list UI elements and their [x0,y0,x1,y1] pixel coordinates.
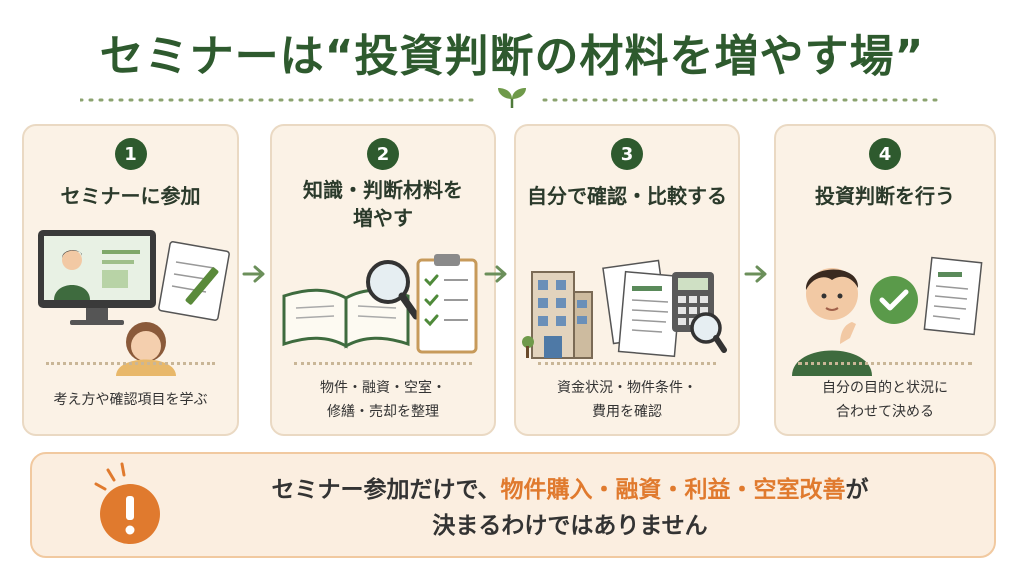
arrow-right-icon [484,265,507,283]
step-number-badge: 4 [869,138,901,170]
step-number-badge: 2 [367,138,399,170]
step-title: 知識・判断材料を 増やす [303,178,463,230]
step-card-4: 4 投資判断を行う 自分の目的と状況に 合わせて決める [774,124,996,436]
arrow-right-icon [242,265,265,283]
sprout-icon [498,88,526,108]
building-documents-calculator-icon [522,259,727,359]
notice-text-prefix: セミナー参加だけで、 [271,477,501,503]
step-description: 自分の目的と状況に 合わせて決める [822,380,948,420]
notice-text-line2: 決まるわけではありません [432,513,708,539]
step-title: 投資判断を行う [815,184,955,208]
step-card-2: 2 知識・判断材料を 増やす 物件・融資・空室・ 修繕・売却を整理 [270,124,496,436]
step-title: セミナーに参加 [60,184,201,208]
step-card-1: 1 セミナーに参加 考え方や確認項目を学ぶ [22,124,239,436]
book-magnifier-checklist-icon [282,254,478,354]
notice-text: セミナー参加だけで、物件購入・融資・利益・空室改善が 決まるわけではありません [180,472,960,544]
dotted-divider [46,362,215,365]
step-number-badge: 3 [611,138,643,170]
step-title: 自分で確認・比較する [527,184,727,208]
notice-highlight: 物件購入・融資・利益・空室改善 [500,477,846,503]
step-description: 物件・融資・空室・ 修繕・売却を整理 [320,380,446,420]
step-description: 資金状況・物件条件・ 費用を確認 [557,380,697,420]
step-card-3: 3 自分で確認・比較する 資金状況・物件条件・ 費用を確認 [514,124,740,436]
notice-text-suffix: が [845,477,869,503]
dotted-divider [538,362,716,365]
step-description: 考え方や確認項目を学ぶ [53,392,208,408]
step-number-badge: 1 [114,138,147,170]
page-title: セミナーは“投資判断の材料を増やす場” [99,31,925,82]
divider-with-sprout-icon [80,88,944,108]
notice-banner: セミナー参加だけで、物件購入・融資・利益・空室改善が 決まるわけではありません [30,452,996,558]
dotted-divider [798,362,972,365]
arrow-right-icon [744,265,767,283]
thinking-person-check-document-icon [792,256,983,376]
dotted-divider [294,362,472,365]
exclamation-alert-icon [94,462,160,544]
seminar-illustration-icon [38,230,230,376]
